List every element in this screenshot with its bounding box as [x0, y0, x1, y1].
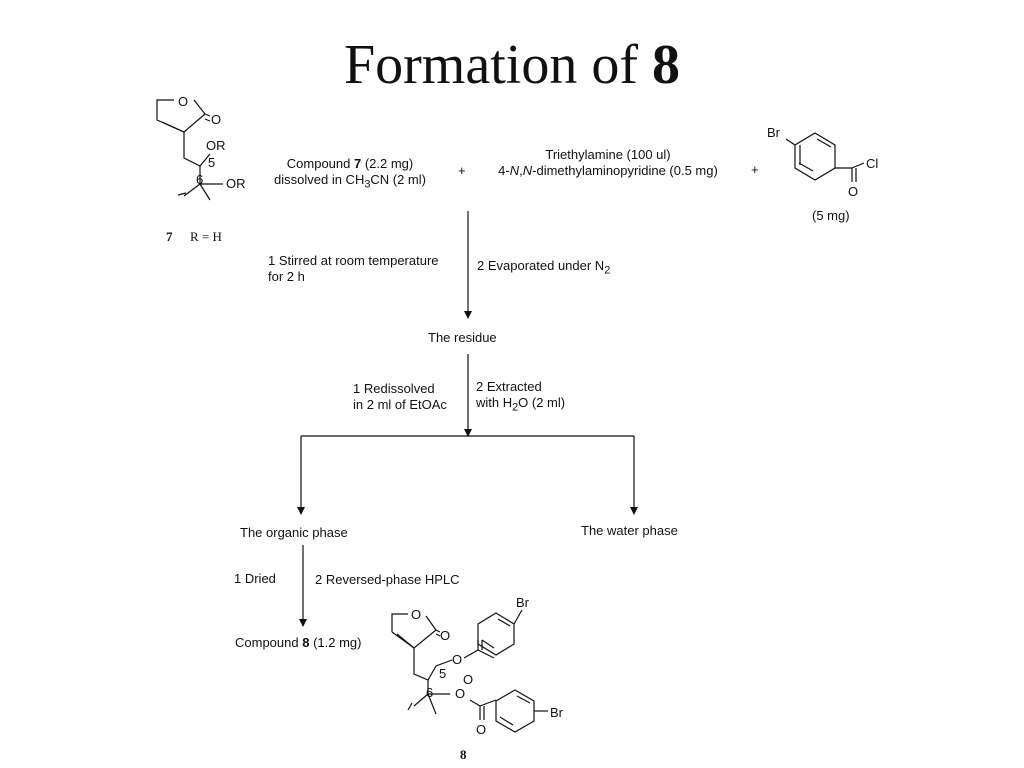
structure-acid-chloride: Br Cl O	[767, 125, 878, 199]
compound7-description: Compound 7 (2.2 mg) dissolved in CH3CN (…	[274, 156, 426, 191]
structure8-ester1-carbonyl-oxygen: O	[463, 672, 473, 687]
structure8-ester2-carbonyl-oxygen: O	[476, 722, 486, 737]
step1-right-conditions: 2 Evaporated under N2	[477, 258, 611, 277]
step1-left-conditions: 1 Stirred at room temperature for 2 h	[268, 253, 439, 284]
structure8-c5-label: 5	[439, 666, 446, 681]
structure7-number: 7	[166, 229, 173, 244]
plus-sign-2: +	[751, 162, 759, 177]
structure8-bromine-top: Br	[516, 595, 530, 610]
structure8-ring-oxygen: O	[411, 607, 421, 622]
plus-sign-1: +	[458, 163, 466, 178]
structure8-carbonyl-oxygen: O	[440, 628, 450, 643]
structure8-ester1-oxygen: O	[452, 652, 462, 667]
structure7-substituent-note: R = H	[190, 229, 222, 244]
structure8-number: 8	[460, 747, 467, 762]
structure-8: O O O O 5 6 O O Br Br 8	[391, 595, 564, 762]
structure7-or-top: OR	[206, 138, 226, 153]
structure-7: O O OR 5 6 OR 7 R = H	[156, 94, 246, 244]
structure7-ring-oxygen: O	[178, 94, 188, 109]
residue-label: The residue	[428, 330, 497, 345]
slide-title: Formation of 8	[344, 34, 680, 96]
step3-left-conditions: 1 Dried	[234, 571, 276, 586]
water-phase-label: The water phase	[581, 523, 678, 538]
step3-right-conditions: 2 Reversed-phase HPLC	[315, 572, 460, 587]
structure7-c5-label: 5	[208, 155, 215, 170]
step2-left-conditions: 1 Redissolved in 2 ml of EtOAc	[353, 381, 447, 412]
structure8-c6-label: 6	[426, 685, 433, 700]
acid-chloride-chlorine: Cl	[866, 156, 878, 171]
structure7-c6-label: 6	[196, 172, 203, 187]
acid-chloride-bromine: Br	[767, 125, 781, 140]
compound8-description: Compound 8 (1.2 mg)	[235, 635, 362, 650]
organic-phase-label: The organic phase	[240, 525, 348, 540]
step2-right-conditions: 2 Extracted with H2O (2 ml)	[476, 379, 566, 414]
acid-chloride-oxygen: O	[848, 184, 858, 199]
structure8-bromine-bottom: Br	[550, 705, 564, 720]
structure7-or-bottom: OR	[226, 176, 246, 191]
structure7-carbonyl-oxygen: O	[211, 112, 221, 127]
acid-chloride-amount: (5 mg)	[812, 208, 850, 223]
reagents-description: Triethylamine (100 ul) 4-N,N-dimethylami…	[498, 147, 718, 178]
title-compound-number: 8	[651, 34, 680, 96]
structure8-ester2-oxygen: O	[455, 686, 465, 701]
